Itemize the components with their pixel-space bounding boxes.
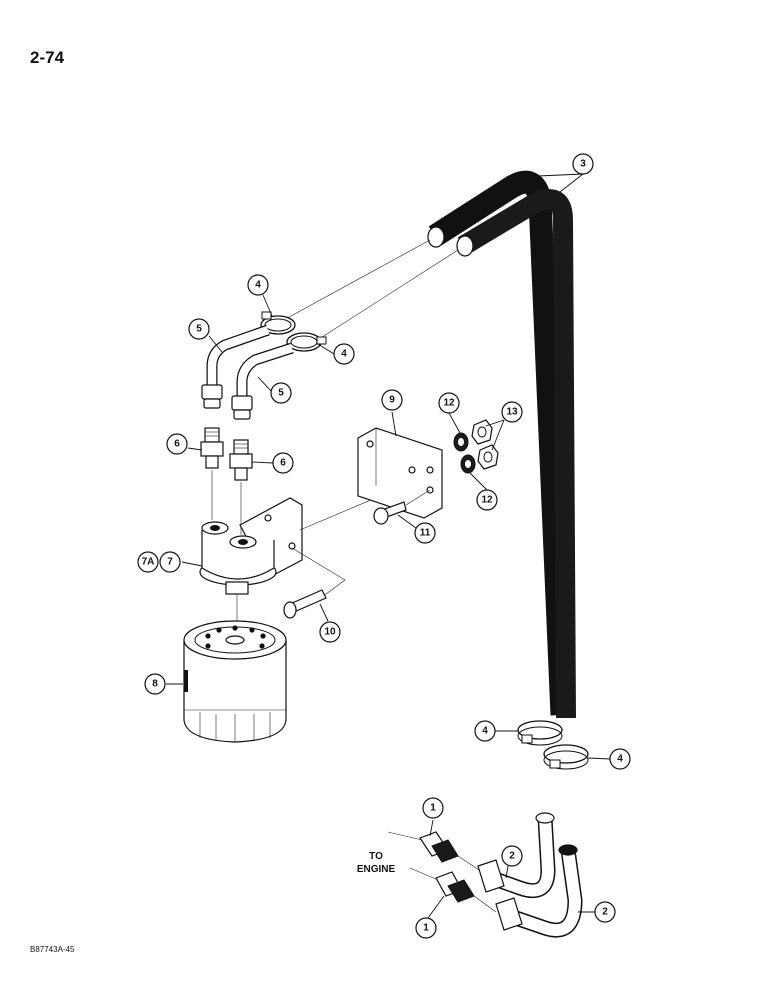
callout-1-lower: 1	[415, 917, 437, 939]
washer-lower	[460, 454, 476, 474]
tube-lower-rear	[477, 812, 556, 899]
callout-2-lower: 2	[594, 901, 616, 923]
callout-7a-7: 7A 7	[137, 551, 181, 573]
callout-5-left-label: 5	[196, 324, 202, 335]
callout-4-upper-b-label: 4	[341, 349, 347, 360]
callout-1-lower-label: 1	[423, 923, 429, 934]
connector-upper	[419, 831, 459, 863]
callout-6-left: 6	[166, 433, 188, 455]
callout-12-upper: 12	[438, 392, 460, 414]
callout-2-upper-label: 2	[509, 851, 515, 862]
tube-nut-left	[201, 384, 223, 409]
nut-upper	[471, 419, 493, 445]
bolt-11	[373, 501, 407, 525]
callout-4-upper-b: 4	[333, 343, 355, 365]
callout-9: 9	[381, 389, 403, 411]
hose-rear	[428, 170, 574, 716]
callout-4-upper-a-label: 4	[255, 280, 261, 291]
callout-3-label: 3	[580, 159, 586, 170]
callout-11: 11	[414, 522, 436, 544]
callout-2-upper: 2	[501, 845, 523, 867]
callout-12-lower: 12	[476, 489, 498, 511]
callout-4-upper-a: 4	[247, 274, 269, 296]
bolt-10	[283, 589, 327, 619]
assembly-line-bolt11	[405, 489, 431, 506]
callout-3: 3	[572, 153, 594, 175]
callout-4-lower-a: 4	[474, 720, 496, 742]
clamp-lower-2	[543, 744, 589, 770]
assembly-line-conn3	[409, 867, 439, 881]
callout-6-right-label: 6	[280, 458, 286, 469]
hose-end-rear	[427, 226, 445, 248]
hose-end-front	[456, 235, 474, 257]
callout-8-label: 8	[152, 679, 158, 690]
assembly-line-conn2	[457, 855, 483, 873]
callout-2-lower-label: 2	[602, 907, 608, 918]
nut-lower	[477, 444, 499, 470]
callout-12-upper-label: 12	[443, 398, 455, 409]
filter-head	[199, 497, 303, 595]
callout-5-right: 5	[270, 382, 292, 404]
tube-left	[206, 324, 270, 388]
hose-front	[457, 189, 576, 719]
clamp-upper-1	[260, 311, 296, 335]
clamp-upper-2	[286, 332, 327, 352]
fitting-left	[200, 427, 224, 469]
callout-4-lower-b: 4	[609, 748, 631, 770]
tube-right	[236, 342, 294, 398]
callout-1-upper: 1	[422, 797, 444, 819]
callout-13: 13	[501, 401, 523, 423]
assembly-line-hose2	[304, 249, 459, 349]
connector-lower	[435, 871, 475, 903]
washer-upper	[453, 432, 469, 452]
callout-4-lower-b-label: 4	[617, 754, 623, 765]
page-number: 2-74	[30, 48, 65, 67]
clamp-lower-1	[517, 720, 563, 746]
callout-10: 10	[319, 621, 341, 643]
callout-7a-label: 7A	[142, 557, 155, 568]
callout-6-left-label: 6	[174, 439, 180, 450]
callout-1-upper-label: 1	[430, 803, 436, 814]
fitting-right	[229, 439, 253, 481]
assembly-line-bolt10	[291, 547, 346, 601]
callout-10-label: 10	[324, 627, 336, 638]
callout-12-lower-label: 12	[481, 495, 493, 506]
tube-lower-front	[495, 844, 583, 938]
assembly-line-hose1	[279, 239, 431, 323]
callout-9-label: 9	[389, 395, 395, 406]
to-engine-line2: ENGINE	[356, 864, 396, 875]
callout-4-lower-a-label: 4	[482, 726, 488, 737]
oil-filter	[183, 620, 287, 743]
assembly-line-conn4	[473, 895, 497, 913]
figure-code: B87743A-45	[30, 945, 75, 954]
tube-nut-right	[231, 395, 253, 420]
to-engine-line1: TO	[369, 851, 383, 862]
callout-13-label: 13	[506, 407, 518, 418]
callout-8: 8	[144, 673, 166, 695]
callout-5-left: 5	[188, 318, 210, 340]
callout-7-label: 7	[167, 557, 173, 568]
callout-11-label: 11	[420, 528, 431, 539]
to-engine-note: TO ENGINE	[346, 850, 406, 876]
callout-6-right: 6	[272, 452, 294, 474]
callout-5-right-label: 5	[278, 388, 284, 399]
hose-pair	[427, 170, 576, 719]
assembly-line-conn1	[387, 831, 423, 841]
